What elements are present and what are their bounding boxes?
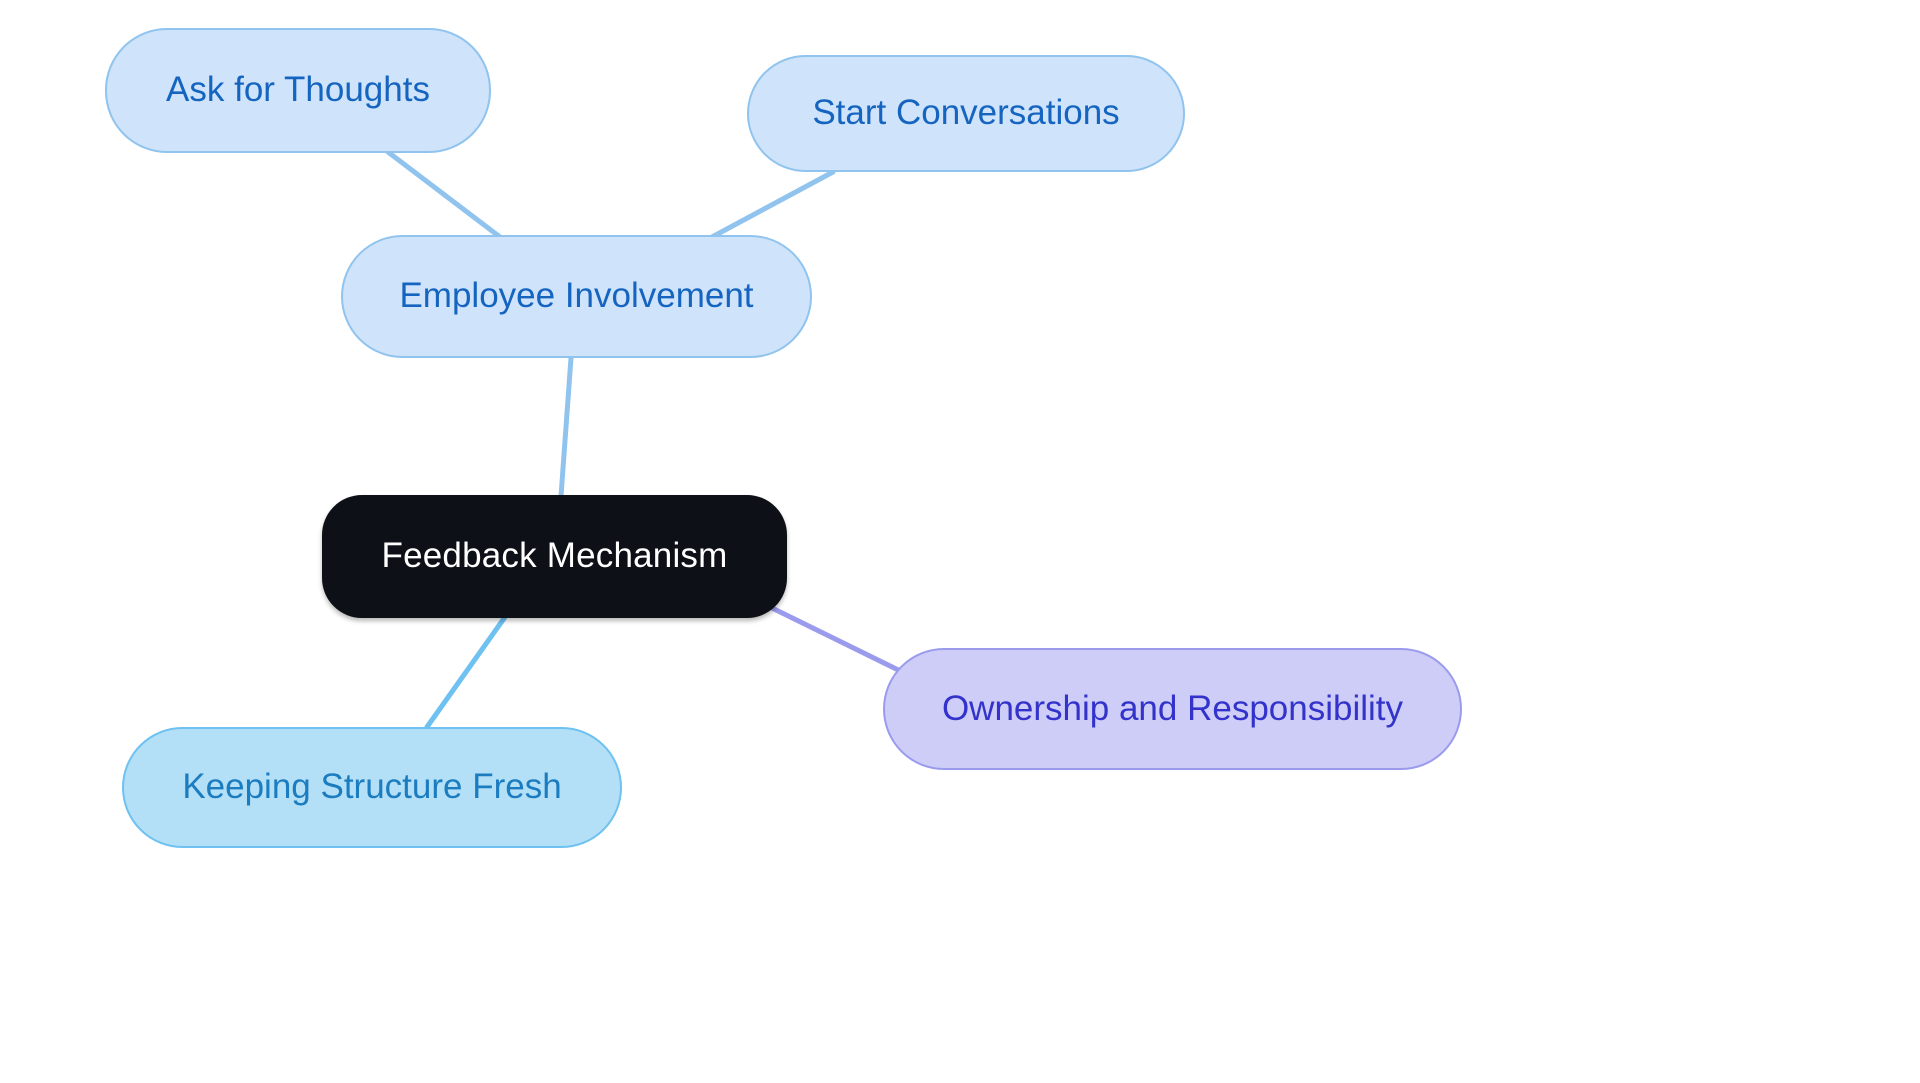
node-feedback-mechanism[interactable]: Feedback Mechanism (322, 495, 787, 618)
node-start-conversations[interactable]: Start Conversations (747, 55, 1185, 172)
edge-feedback-mechanism-keeping-structure-fresh (424, 614, 508, 730)
node-label: Start Conversations (812, 93, 1120, 133)
node-keeping-structure-fresh[interactable]: Keeping Structure Fresh (122, 727, 622, 848)
edge-employee-involvement-start-conversations (709, 169, 836, 240)
edge-employee-involvement-ask-for-thoughts (385, 149, 503, 240)
node-label: Employee Involvement (399, 276, 754, 316)
node-employee-involvement[interactable]: Employee Involvement (341, 235, 812, 358)
edge-feedback-mechanism-employee-involvement (558, 355, 574, 499)
node-ownership-and-responsibility[interactable]: Ownership and Responsibility (883, 648, 1462, 770)
node-ask-for-thoughts[interactable]: Ask for Thoughts (105, 28, 491, 153)
node-label: Feedback Mechanism (381, 536, 728, 576)
node-label: Keeping Structure Fresh (182, 767, 562, 807)
node-label: Ask for Thoughts (166, 70, 430, 110)
node-label: Ownership and Responsibility (941, 688, 1404, 728)
